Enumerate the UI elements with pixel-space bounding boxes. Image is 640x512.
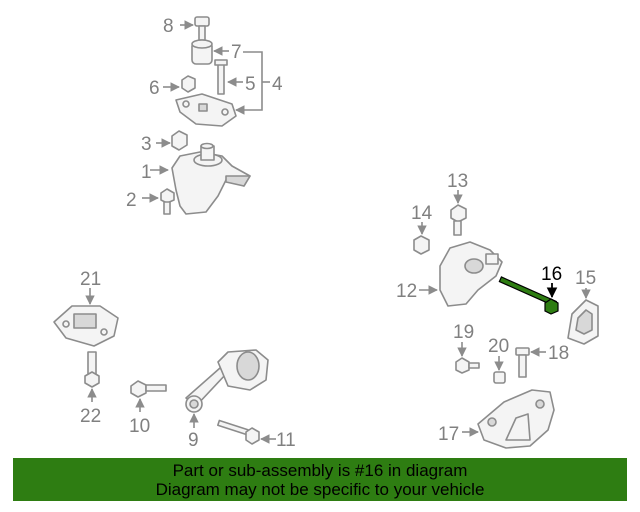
part-22-bolt[interactable] xyxy=(84,351,100,388)
part-5-stud[interactable] xyxy=(214,59,228,95)
part-7-bushing[interactable] xyxy=(191,39,213,65)
part-10-bolt[interactable] xyxy=(130,380,167,398)
callout-6[interactable]: 6 xyxy=(149,78,160,99)
callout-3[interactable]: 3 xyxy=(141,134,152,155)
part-21-mount[interactable] xyxy=(53,305,119,347)
callout-10[interactable]: 10 xyxy=(129,416,150,437)
part-17-bracket[interactable] xyxy=(477,389,555,449)
part-14-nut[interactable] xyxy=(413,235,430,255)
banner-line-2: Diagram may not be specific to your vehi… xyxy=(155,479,485,499)
callout-21[interactable]: 21 xyxy=(80,269,101,290)
callout-9[interactable]: 9 xyxy=(188,430,199,451)
part-9-torque-rod[interactable] xyxy=(185,349,269,413)
bracket-4 xyxy=(243,51,263,111)
part-16-bolt[interactable] xyxy=(498,276,559,315)
part-20-clip[interactable] xyxy=(493,371,506,384)
part-6-nut[interactable] xyxy=(181,75,196,93)
callout-12[interactable]: 12 xyxy=(396,281,417,302)
callout-15[interactable]: 15 xyxy=(575,268,596,289)
part-8-bolt[interactable] xyxy=(194,16,210,41)
part-11-bolt[interactable] xyxy=(217,419,260,445)
part-3-nut[interactable] xyxy=(171,130,188,151)
callout-2[interactable]: 2 xyxy=(126,190,137,211)
part-12-mount[interactable] xyxy=(439,241,503,307)
callout-11[interactable]: 11 xyxy=(276,430,296,451)
part-13-bolt[interactable] xyxy=(450,204,467,236)
part-1-engine-mount[interactable] xyxy=(171,142,251,215)
callout-1[interactable]: 1 xyxy=(141,162,152,183)
part-18-bolt[interactable] xyxy=(515,347,530,378)
callout-22[interactable]: 22 xyxy=(80,406,101,427)
callout-18[interactable]: 18 xyxy=(548,343,569,364)
callout-13[interactable]: 13 xyxy=(447,171,468,192)
callout-5[interactable]: 5 xyxy=(245,74,256,95)
part-19-bolt[interactable] xyxy=(455,357,480,374)
callout-8[interactable]: 8 xyxy=(163,16,174,37)
callout-4[interactable]: 4 xyxy=(272,74,283,95)
callout-19[interactable]: 19 xyxy=(453,322,474,343)
part-4-plate[interactable] xyxy=(175,93,237,127)
callout-17[interactable]: 17 xyxy=(438,424,459,445)
part-15-gasket[interactable] xyxy=(567,299,599,345)
callout-14[interactable]: 14 xyxy=(411,203,433,224)
callout-20[interactable]: 20 xyxy=(488,336,509,357)
banner-line-1: Part or sub-assembly is #16 in diagram xyxy=(172,460,468,480)
callout-16[interactable]: 16 xyxy=(541,264,562,285)
info-banner: Part or sub-assembly is #16 in diagram D… xyxy=(13,458,627,501)
callout-7[interactable]: 7 xyxy=(231,42,242,63)
part-2-bolt[interactable] xyxy=(160,188,175,215)
